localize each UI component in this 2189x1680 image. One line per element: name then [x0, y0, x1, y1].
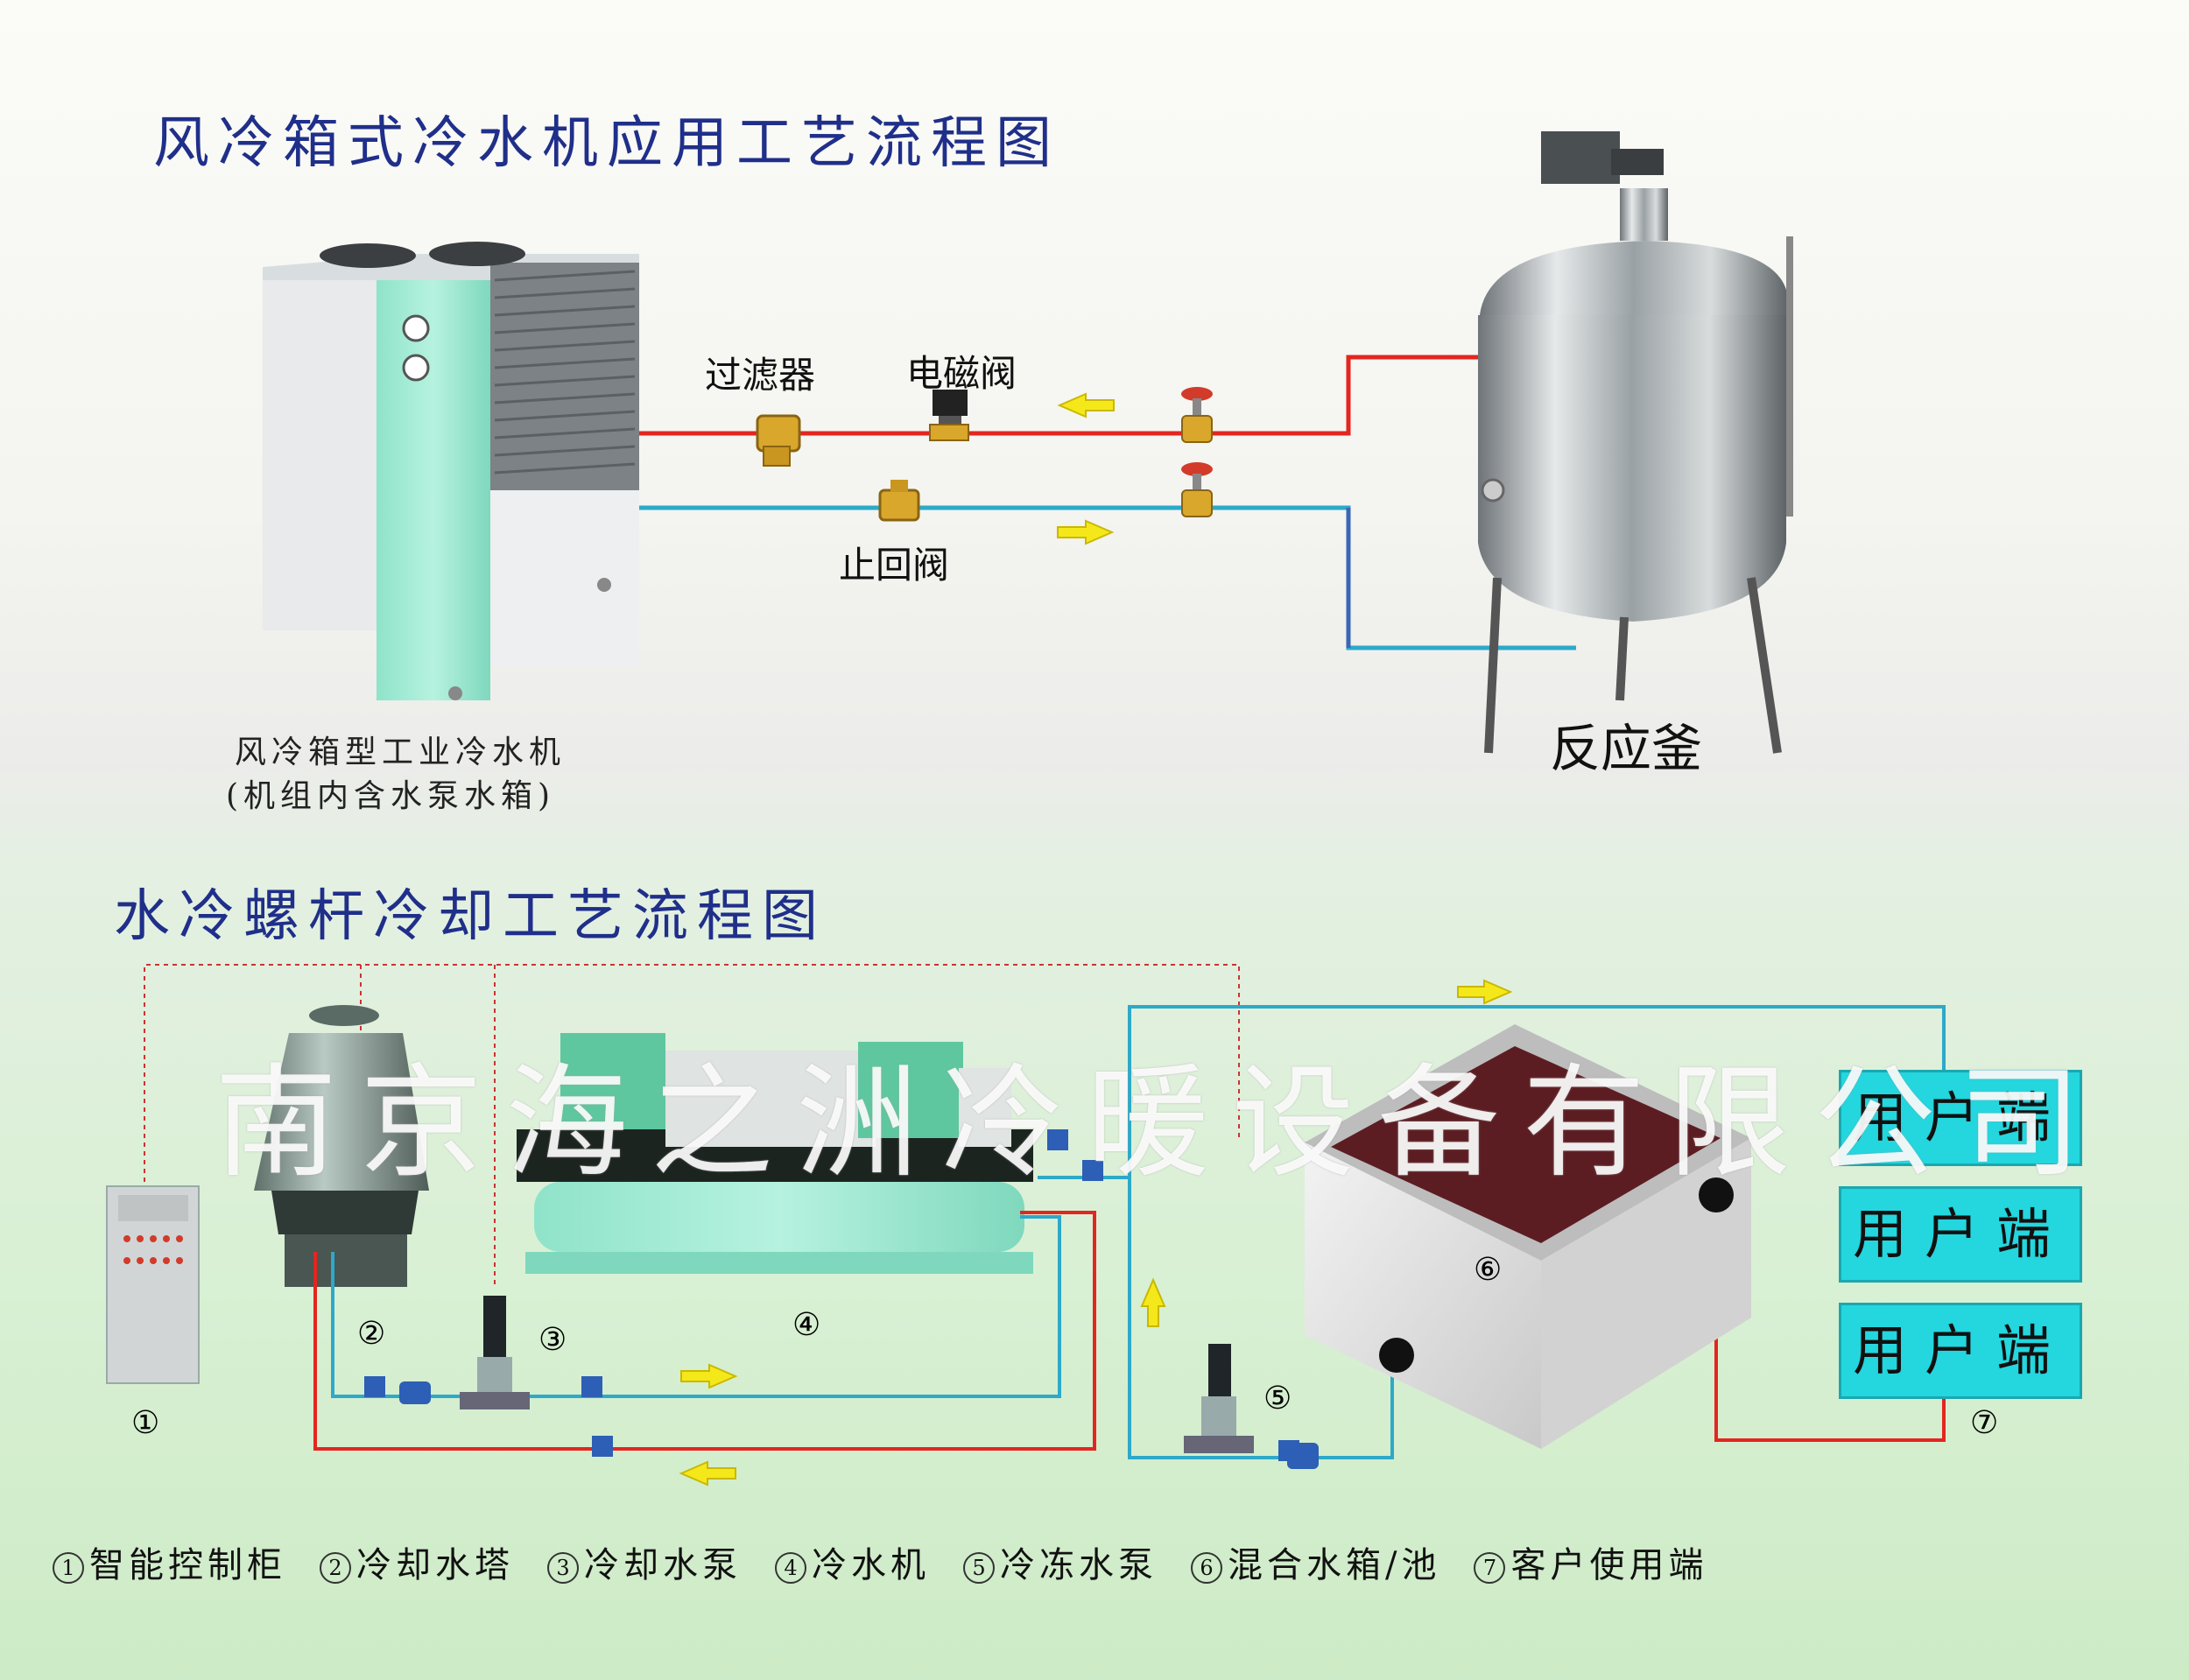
- flow-arrow-right-upper: [1457, 979, 1513, 1005]
- number-7: ⑦: [1970, 1405, 1999, 1441]
- check-valve-icon: [878, 480, 920, 522]
- user-end-box: 用户端: [1839, 1070, 2082, 1166]
- screw-chiller: [517, 1033, 1033, 1274]
- gate-valve-icon: [1181, 387, 1213, 443]
- number-3: ③: [538, 1322, 567, 1358]
- air-cooled-chiller: [263, 242, 639, 700]
- filter-icon: [756, 414, 801, 467]
- user-end-label: 用户端: [1852, 1202, 2068, 1266]
- valve-icon: [364, 1129, 1319, 1469]
- solenoid-valve-icon: [929, 390, 969, 441]
- flow-arrow-left-bottom: [679, 1460, 736, 1487]
- company-watermark: 南京海之洲冷暖设备有限公司: [215, 1052, 2105, 1195]
- number-1: ①: [131, 1405, 160, 1441]
- flow-arrow-up: [1140, 1277, 1166, 1327]
- gate-valve-icon: [1181, 462, 1213, 517]
- user-end-label: 用户端: [1852, 1086, 2068, 1149]
- user-end-box: 用户端: [1839, 1303, 2082, 1399]
- air-cooled-title: 风冷箱式冷水机应用工艺流程图: [153, 111, 1060, 176]
- check-valve-label: 止回阀: [839, 544, 950, 587]
- control-cabinet: [106, 1185, 200, 1384]
- flow-arrow-right-bottom: [680, 1363, 738, 1389]
- number-6: ⑥: [1474, 1252, 1503, 1288]
- solenoid-valve-label: 电磁阀: [906, 352, 1017, 395]
- number-2: ②: [357, 1316, 386, 1352]
- water-cooled-title: 水冷螺杆冷却工艺流程图: [114, 884, 827, 949]
- cooling-tower: [254, 1005, 429, 1287]
- number-5: ⑤: [1263, 1381, 1292, 1416]
- cooling-water-pump: [460, 1296, 530, 1409]
- reactor-vessel: [1478, 131, 1793, 754]
- bottom-pipes: [313, 1005, 1946, 1459]
- flow-arrow-right-top: [1057, 519, 1115, 545]
- chilled-water-pump: [1184, 1344, 1254, 1453]
- filter-label: 过滤器: [705, 354, 816, 397]
- reactor-label: 反应釜: [1550, 719, 1703, 778]
- flow-arrow-left-top: [1057, 392, 1115, 418]
- number-4: ④: [792, 1307, 821, 1343]
- chiller-caption-line2: (机组内含水泵水箱): [226, 778, 556, 814]
- mixing-water-tank: [1305, 1024, 1751, 1449]
- user-end-label: 用户端: [1852, 1318, 2068, 1382]
- user-end-box: 用户端: [1839, 1186, 2082, 1283]
- chiller-caption-line1: 风冷箱型工业冷水机: [235, 735, 567, 770]
- top-pipes: [639, 355, 1576, 650]
